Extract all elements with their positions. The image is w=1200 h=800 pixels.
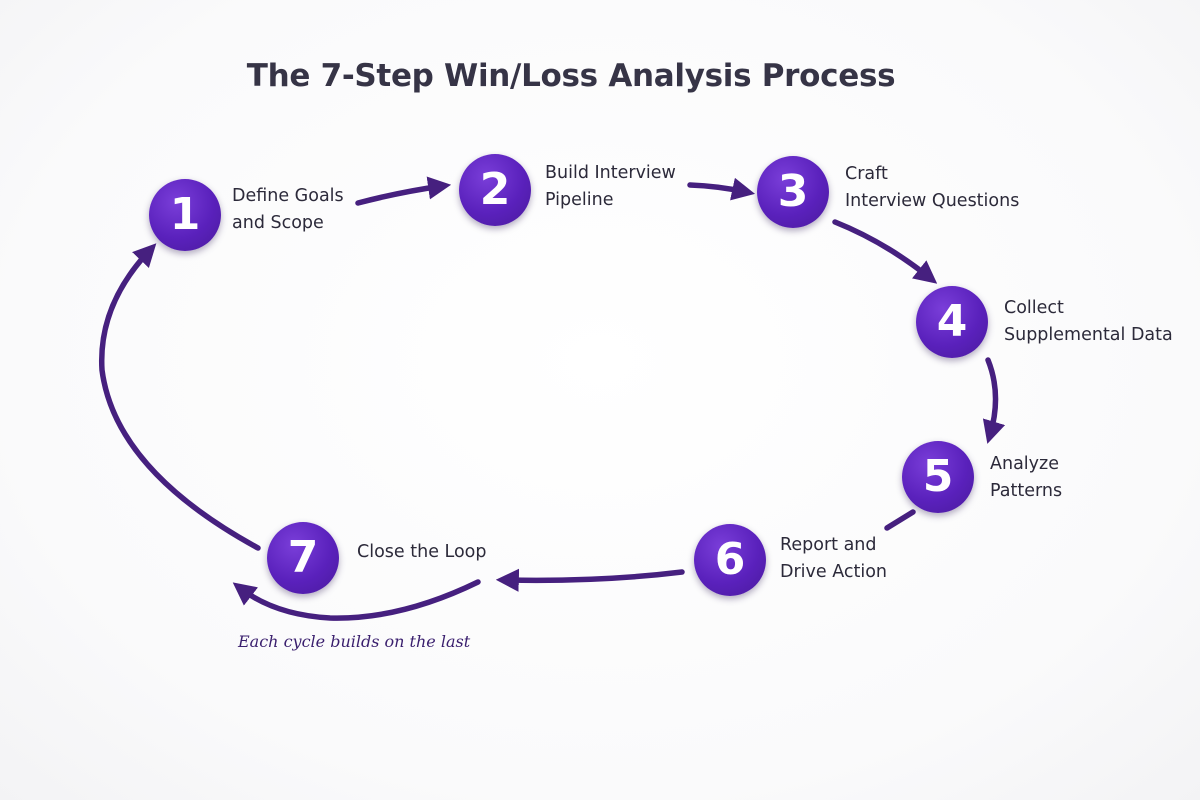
step-3-label-line1: Craft xyxy=(845,164,888,184)
arrow-step7-return xyxy=(232,579,481,621)
step-5-label-line2: Patterns xyxy=(990,481,1063,501)
step-2-label: Build Interview Pipeline xyxy=(545,160,676,214)
arrow-step1-to-step2 xyxy=(355,176,452,206)
step-3-number: 3 xyxy=(777,166,809,217)
step-6-number: 6 xyxy=(714,534,746,585)
step-3-label-line2: Interview Questions xyxy=(845,191,1020,211)
step-5-label: Analyze Patterns xyxy=(990,451,1062,505)
step-2-number: 2 xyxy=(479,164,511,215)
step-1-label-line1: Define Goals xyxy=(232,186,344,206)
arrow-step4-to-step5 xyxy=(982,357,1006,444)
step-1-label: Define Goals and Scope xyxy=(232,183,344,237)
step-3-circle: 3 xyxy=(757,156,829,228)
step-4-label-line2: Supplemental Data xyxy=(1004,325,1173,345)
arrow-step5-to-step6 xyxy=(884,509,916,531)
step-3-label: Craft Interview Questions xyxy=(845,161,1019,215)
arrow-step2-to-step3 xyxy=(687,177,756,201)
arrow-step6-to-step7 xyxy=(495,568,685,592)
cycle-note: Each cycle builds on the last xyxy=(238,632,471,651)
step-4-circle: 4 xyxy=(916,286,988,358)
step-6-circle: 6 xyxy=(694,524,766,596)
arrow-step3-to-step4 xyxy=(832,219,938,284)
step-4-number: 4 xyxy=(936,296,968,347)
step-1-label-line2: and Scope xyxy=(232,213,324,233)
step-1-circle: 1 xyxy=(149,179,221,251)
step-2-label-line1: Build Interview xyxy=(545,163,676,183)
step-5-circle: 5 xyxy=(902,441,974,513)
step-6-label: Report and Drive Action xyxy=(780,532,887,586)
step-7-label: Close the Loop xyxy=(357,539,486,566)
step-7-label-line1: Close the Loop xyxy=(357,542,487,562)
step-5-number: 5 xyxy=(922,451,954,502)
step-7-circle: 7 xyxy=(267,522,339,594)
arrow-step7-to-step1 xyxy=(98,243,261,551)
step-6-label-line2: Drive Action xyxy=(780,562,888,582)
step-2-label-line2: Pipeline xyxy=(545,190,614,210)
step-6-label-line1: Report and xyxy=(780,535,877,555)
diagram-title: The 7-Step Win/Loss Analysis Process xyxy=(246,58,896,94)
step-5-label-line1: Analyze xyxy=(990,454,1059,474)
step-1-number: 1 xyxy=(169,189,201,240)
step-4-label: Collect Supplemental Data xyxy=(1004,295,1173,349)
step-4-label-line1: Collect xyxy=(1004,298,1064,318)
step-7-number: 7 xyxy=(287,532,319,583)
step-2-circle: 2 xyxy=(459,154,531,226)
